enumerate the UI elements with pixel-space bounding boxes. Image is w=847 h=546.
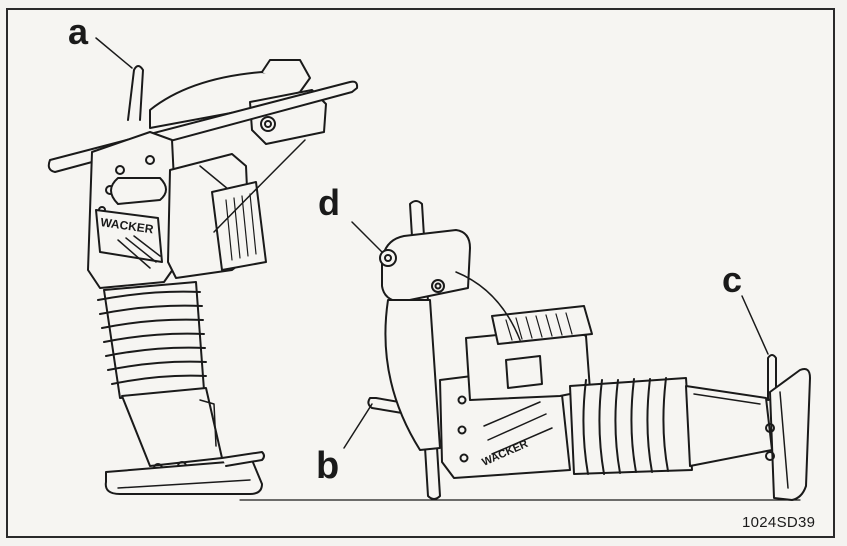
callout-label-c: c [722, 259, 743, 300]
upright-brand-plate [95, 209, 163, 263]
leader-line-c [741, 295, 769, 355]
lying-rammer: WACKER [239, 200, 811, 501]
lying-lower-leg [685, 385, 773, 467]
leader-line-b [343, 403, 373, 449]
upright-lower-leg [121, 387, 223, 467]
lying-ramming-shoe [769, 368, 811, 501]
callout-label-d: d [318, 182, 340, 223]
lying-bellows [569, 377, 693, 475]
lifting-handle-a [127, 65, 144, 121]
upright-ramming-shoe [104, 459, 263, 495]
leader-line-a [95, 37, 133, 69]
upright-rammer: WACKER [47, 37, 359, 495]
callout-label-b: b [316, 445, 340, 487]
lying-engine-cowl [381, 229, 471, 303]
callout-label-a: a [68, 11, 89, 52]
upright-bellows [97, 281, 207, 399]
leader-line-d [351, 221, 383, 253]
figure-code: 1024SD39 [742, 514, 816, 531]
upright-air-filter [211, 181, 267, 271]
